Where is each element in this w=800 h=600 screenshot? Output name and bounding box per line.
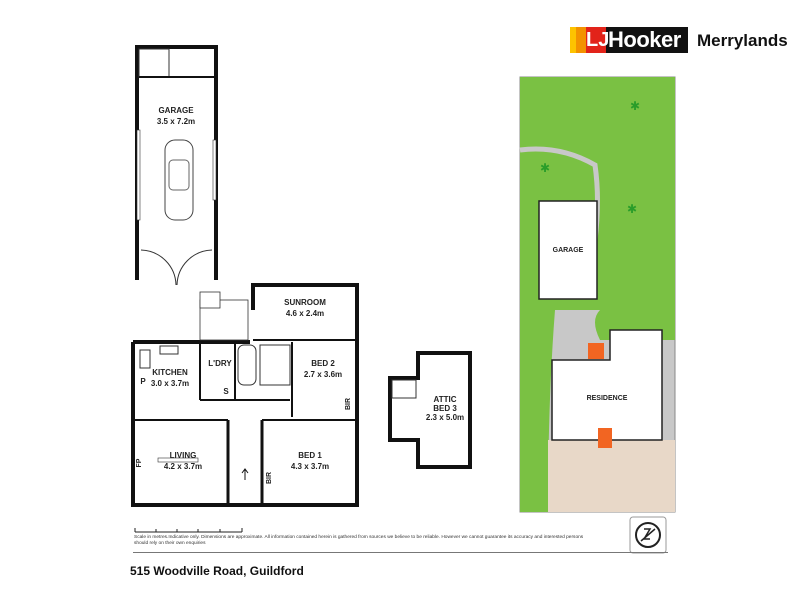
bed1-label: BED 1	[298, 451, 322, 460]
kitchen-label: KITCHEN	[152, 368, 188, 377]
divider	[133, 552, 668, 553]
logo-text: Hooker	[608, 27, 681, 52]
disclaimer: Scale in metres.Indicative only. Dimensi…	[134, 535, 584, 546]
bathtub	[237, 344, 257, 386]
garage-dims: 3.5 x 7.2m	[157, 117, 195, 126]
living-dims: 4.2 x 3.7m	[164, 462, 202, 471]
bed2-bir-label: BIR	[345, 398, 352, 410]
compass-icon	[629, 516, 667, 554]
pantry-label: P	[140, 377, 146, 386]
bed1-dims: 4.3 x 3.7m	[291, 462, 329, 471]
bed1-bir-label: BIR	[266, 472, 273, 484]
site-garage	[538, 200, 598, 300]
garage-label: GARAGE	[158, 106, 194, 115]
store-label: S	[223, 387, 229, 396]
site-residence	[551, 329, 663, 441]
fireplace-label: FP	[136, 458, 143, 467]
tree-icon: ✱	[627, 202, 637, 216]
attic-plan: ATTIC BED 3 2.3 x 5.0m	[388, 351, 472, 469]
attic-label: ATTIC	[434, 395, 457, 404]
site-garage-label: GARAGE	[553, 247, 584, 254]
sunroom-dims: 4.6 x 2.4m	[286, 309, 324, 318]
attic-stairs	[391, 379, 417, 399]
site-residence-label: RESIDENCE	[587, 395, 628, 402]
sink	[159, 345, 179, 355]
attic-dims: 2.3 x 5.0m	[426, 413, 464, 422]
tree-icon: ✱	[630, 99, 640, 113]
entry-arrow-icon	[241, 468, 249, 480]
site-plan: GARAGE RESIDENCE ✱ ✱ ✱	[519, 76, 676, 513]
bed2-dims: 2.7 x 3.6m	[304, 370, 342, 379]
kitchen-dims: 3.0 x 3.7m	[151, 379, 189, 388]
rear-entry	[588, 343, 604, 359]
stove	[139, 349, 151, 369]
living-label: LIVING	[170, 451, 197, 460]
front-entry	[598, 428, 612, 448]
garage-wc	[138, 48, 170, 78]
sunroom-label: SUNROOM	[284, 298, 326, 307]
house-plan: SUNROOM 4.6 x 2.4m KITCHEN 3.0 x 3.7m L'…	[131, 283, 359, 507]
garage-plan: GARAGE 3.5 x 7.2m	[135, 45, 218, 286]
scale-bar	[134, 528, 243, 533]
attic-label-2: BED 3	[433, 404, 457, 413]
garden-bed	[548, 440, 675, 512]
office-name: Merrylands	[697, 31, 788, 50]
bed2-label: BED 2	[311, 359, 335, 368]
bathroom-tiles	[259, 344, 291, 386]
tree-icon: ✱	[540, 161, 550, 175]
logo-lj: LJ	[586, 27, 610, 53]
laundry-label: L'DRY	[208, 359, 232, 368]
stairs	[199, 291, 221, 309]
property-address: 515 Woodville Road, Guildford	[130, 564, 304, 578]
